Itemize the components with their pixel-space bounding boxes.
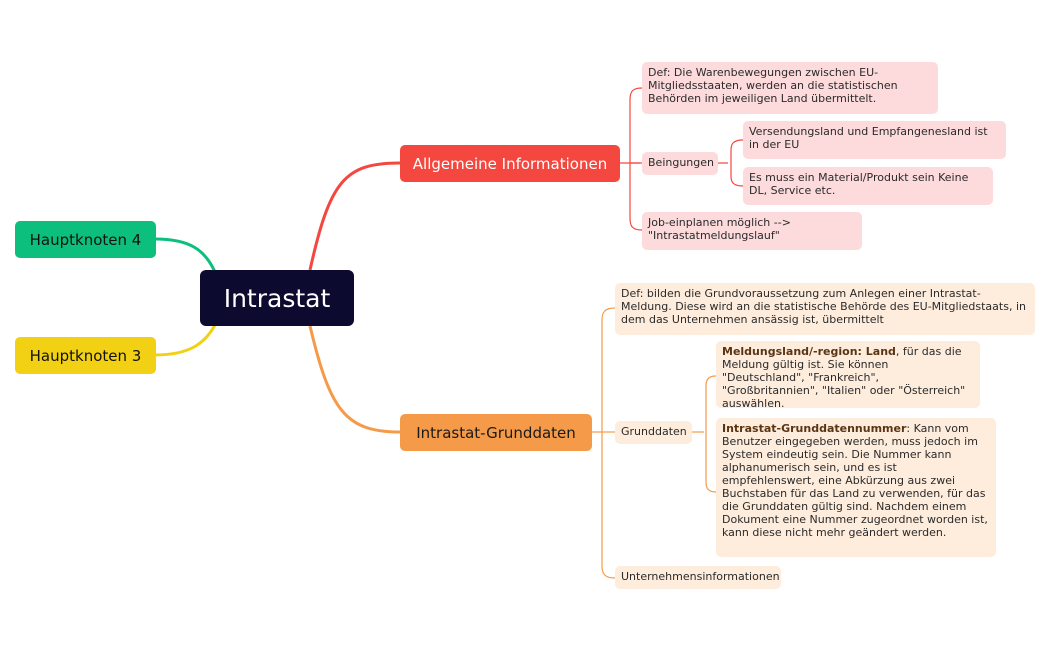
link-hauptknoten-4 [154,237,217,273]
node-hauptknoten-3[interactable]: Hauptknoten 3 [15,337,156,374]
node-allgemein-def[interactable]: Def: Die Warenbewegungen zwischen EU-Mit… [642,62,938,114]
node-allgemeine-informationen[interactable]: Allgemeine Informationen [400,145,620,182]
node-hauptknoten-3-label: Hauptknoten 3 [29,346,142,365]
node-job-einplanen[interactable]: Job-einplanen möglich --> "Intrastatmeld… [642,212,862,250]
root-label: Intrastat [223,283,331,313]
grunddaten-def-text: Def: bilden die Grundvoraussetzung zum A… [621,287,1026,326]
node-grunddaten[interactable]: Grunddaten [615,421,692,444]
grunddaten-label: Grunddaten [621,425,687,438]
node-beingung-material[interactable]: Es muss ein Material/Produkt sein Keine … [743,167,993,205]
node-meldungsland[interactable]: Meldungsland/-region: Land, für das die … [716,341,980,410]
allgemein-sublinks [620,87,744,231]
job-einplanen-text: Job-einplanen möglich --> "Intrastatmeld… [648,216,791,242]
node-grunddaten-def[interactable]: Def: bilden die Grundvoraussetzung zum A… [615,283,1035,335]
unternehmensinformationen-label: Unternehmensinformationen [621,570,780,583]
node-hauptknoten-4-label: Hauptknoten 4 [29,230,142,249]
link-grunddaten [308,325,401,434]
beingungen-label: Beingungen [648,156,714,169]
root-node-intrastat[interactable]: Intrastat [200,270,354,326]
node-grunddatennummer[interactable]: Intrastat-Grunddatennummer: Kann vom Ben… [716,418,996,557]
grunddatennummer-bold: Intrastat-Grunddatennummer [722,422,907,435]
node-intrastat-grunddaten[interactable]: Intrastat-Grunddaten [400,414,592,451]
link-allgemein [308,161,401,271]
node-allgemeine-informationen-label: Allgemeine Informationen [412,154,608,173]
meldungsland-text: , für das die Meldung gültig ist. Sie kö… [722,345,966,410]
node-beingung-eu[interactable]: Versendungsland und Empfangenesland ist … [743,121,1006,159]
node-beingungen[interactable]: Beingungen [642,152,718,175]
allgemein-def-text: Def: Die Warenbewegungen zwischen EU-Mit… [648,66,898,105]
node-unternehmensinformationen[interactable]: Unternehmensinformationen [615,566,781,589]
node-hauptknoten-4[interactable]: Hauptknoten 4 [15,221,156,258]
node-intrastat-grunddaten-label: Intrastat-Grunddaten [416,423,576,442]
beingung-material-text: Es muss ein Material/Produkt sein Keine … [749,171,969,197]
grunddatennummer-text: : Kann vom Benutzer eingegeben werden, m… [722,422,988,539]
link-hauptknoten-3 [154,324,217,357]
grunddaten-sublinks [592,307,717,579]
beingung-eu-text: Versendungsland und Empfangenesland ist … [749,125,988,151]
meldungsland-bold: Meldungsland/-region: Land [722,345,896,358]
